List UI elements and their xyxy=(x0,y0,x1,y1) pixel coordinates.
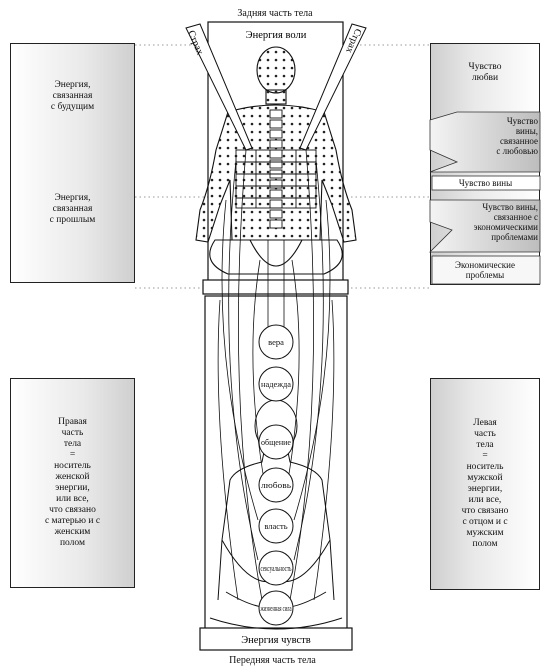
guilt-econ-label: Чувство вины, связанное с экономическими… xyxy=(432,202,538,242)
guilt-label: Чувство вины xyxy=(433,178,538,188)
chakra-power-label: власть xyxy=(264,521,287,531)
chakra-life-force-label: жизненная сила xyxy=(260,603,292,613)
chakra-hope-label: надежда xyxy=(261,379,291,389)
guilt-love-label: Чувство вины, связанное с любовью xyxy=(448,116,538,156)
will-energy-label: Энергия воли xyxy=(246,30,307,41)
chakra-communication-label: общение xyxy=(261,437,291,447)
econ-problems-label: Экономические проблемы xyxy=(432,260,538,280)
chakra-faith-label: вера xyxy=(268,337,284,347)
chakra-love-label: любовь xyxy=(261,480,291,490)
chakra-sexuality-label: сексуальность xyxy=(261,563,292,573)
feelings-energy-label: Энергия чувств xyxy=(241,635,311,646)
